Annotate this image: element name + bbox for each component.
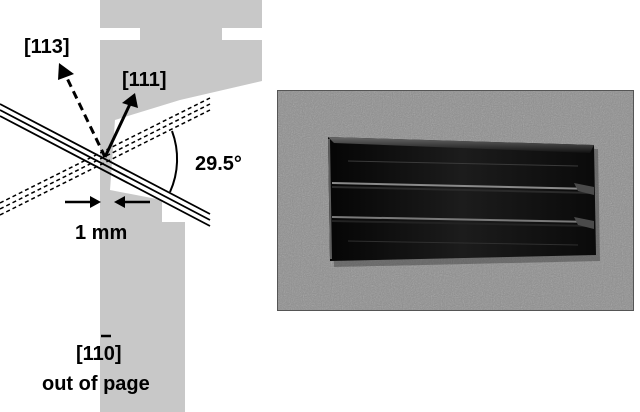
slip-plane-solid (0, 103, 211, 227)
specimen-notch (100, 28, 140, 40)
angle-arc (169, 130, 179, 193)
label-1-10: [110] (76, 343, 122, 365)
crystal-schematic: [113] [111] 29.5° 1 mm [110] out of page (0, 0, 262, 412)
label-out-of-page: out of page (42, 373, 150, 395)
label-angle: 29.5° (195, 153, 242, 175)
label-gap: 1 mm (75, 222, 127, 244)
specimen-photo (277, 90, 634, 311)
metal-specimen (328, 137, 600, 267)
label-113: [113] (24, 36, 70, 58)
gap-arrows (65, 196, 150, 208)
label-111: [111] (122, 69, 166, 91)
specimen-silhouette (100, 0, 262, 412)
arrow-113 (58, 63, 107, 158)
arrow-111 (103, 93, 138, 158)
